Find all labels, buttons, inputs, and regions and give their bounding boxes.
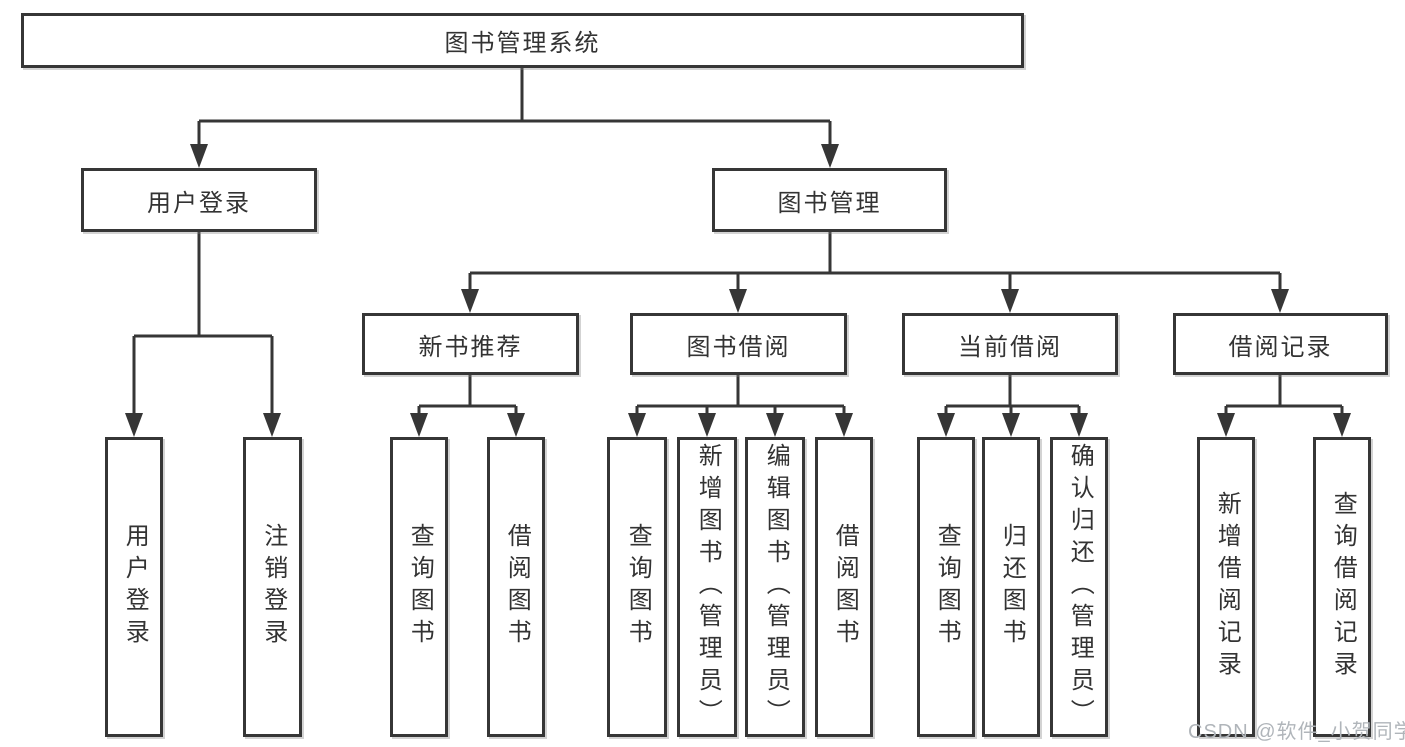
leaf-node-label: 借阅图书: [503, 523, 531, 651]
group-node-current-borrowing: 当前借阅: [902, 313, 1118, 375]
group-node-borrowing-records: 借阅记录: [1173, 313, 1388, 375]
leaf-node-label: 查询借阅记录: [1329, 491, 1357, 683]
leaf-node-label: 查询图书: [624, 523, 652, 651]
leaf-node-label: 新增图书（管理员）: [694, 443, 722, 731]
root-node-library-system: 图书管理系统: [21, 13, 1024, 68]
leaf-node-label: 查询图书: [406, 523, 434, 651]
group-node-book-borrowing: 图书借阅: [630, 313, 847, 375]
leaf-node-return-books: 归还图书: [982, 437, 1040, 737]
leaf-node-query-books-2: 查询图书: [607, 437, 667, 737]
leaf-node-edit-books-admin: 编辑图书（管理员）: [745, 437, 805, 737]
leaf-node-confirm-return-admin: 确认归还（管理员）: [1050, 437, 1108, 737]
leaf-node-label: 查询图书: [933, 523, 961, 651]
leaf-node-query-books-1: 查询图书: [390, 437, 448, 737]
group-node-new-book-recommendation: 新书推荐: [362, 313, 579, 375]
leaf-node-label: 注销登录: [259, 523, 287, 651]
watermark: CSDN @软件_小贺同学: [1188, 721, 1405, 743]
leaf-node-add-borrow-record: 新增借阅记录: [1197, 437, 1255, 737]
leaf-node-label: 用户登录: [121, 523, 149, 651]
leaf-node-add-books-admin: 新增图书（管理员）: [677, 437, 737, 737]
leaf-node-query-borrow-record: 查询借阅记录: [1313, 437, 1371, 737]
leaf-node-borrow-books-2: 借阅图书: [815, 437, 873, 737]
leaf-node-label: 新增借阅记录: [1213, 491, 1241, 683]
leaf-node-label: 归还图书: [998, 523, 1026, 651]
leaf-node-borrow-books-1: 借阅图书: [487, 437, 545, 737]
leaf-node-user-login: 用户登录: [105, 437, 163, 737]
leaf-node-label: 编辑图书（管理员）: [762, 443, 790, 731]
branch-node-book-management: 图书管理: [712, 168, 947, 232]
leaf-node-label: 借阅图书: [831, 523, 859, 651]
leaf-node-query-books-3: 查询图书: [917, 437, 975, 737]
leaf-node-label: 确认归还（管理员）: [1066, 443, 1094, 731]
leaf-node-logout: 注销登录: [243, 437, 302, 737]
branch-node-user-login: 用户登录: [81, 168, 317, 232]
